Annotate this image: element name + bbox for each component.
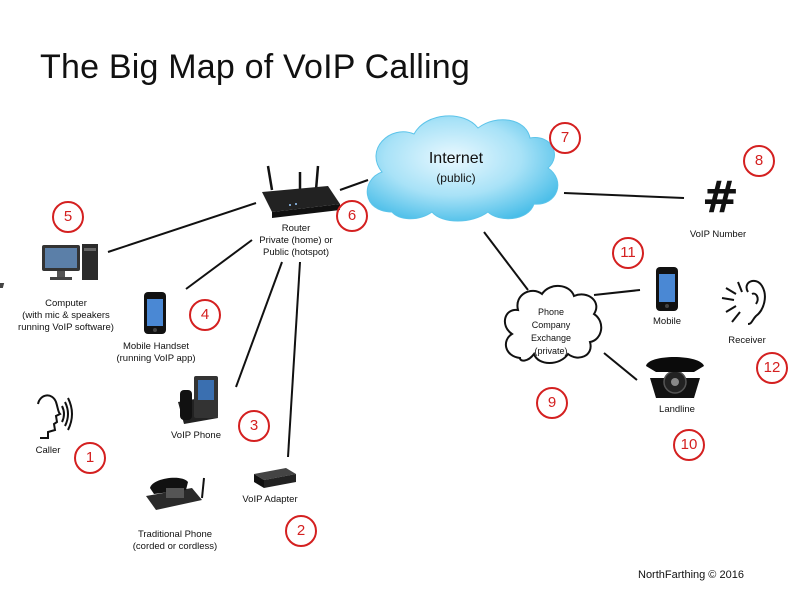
voip-phone-label: VoIP Phone: [170, 430, 221, 441]
exchange-line: (private): [534, 346, 568, 356]
mobile-handset-icon: [144, 292, 166, 334]
link-mobile-handset-router: [185, 239, 253, 290]
exchange-line: Exchange: [530, 333, 572, 343]
hash-icon: #: [702, 172, 739, 223]
rotary-phone-icon: [646, 357, 704, 398]
marker-5: 5: [52, 201, 84, 233]
marker-10: 10: [673, 429, 705, 461]
voip-adapter-icon: [254, 468, 296, 488]
receiver-label: Receiver: [728, 335, 766, 346]
caller-label: Caller: [35, 445, 61, 456]
mobile-label: Mobile: [653, 316, 681, 327]
link-computer-router: [107, 202, 257, 253]
exchange-label: Phone Company Exchange (private): [516, 306, 586, 358]
traditional-phone-icon: [146, 477, 205, 510]
marker-4: 4: [189, 299, 221, 331]
link-router-internet: [339, 179, 369, 191]
copyright-credit: NorthFarthing © 2016: [638, 569, 744, 581]
marker-1: 1: [74, 442, 106, 474]
marker-12: 12: [756, 352, 788, 384]
exchange-line: Company: [531, 320, 571, 330]
router-icon: [262, 165, 340, 218]
landline-label: Landline: [659, 404, 695, 415]
internet-cloud: [366, 115, 559, 222]
voip-number-label: VoIP Number: [689, 229, 747, 240]
traditional-phone-label: Traditional Phone (corded or cordless): [132, 529, 218, 552]
exchange-line: Phone: [537, 307, 565, 317]
marker-11: 11: [612, 237, 644, 269]
marker-6: 6: [336, 200, 368, 232]
link-internet-exchange: [483, 231, 529, 291]
link-voip-adapter-router: [287, 261, 301, 458]
ear-icon: [721, 279, 766, 325]
link-exchange-mobile: [593, 289, 641, 296]
marker-9: 9: [536, 387, 568, 419]
marker-7: 7: [549, 122, 581, 154]
mobile-icon: [656, 267, 678, 311]
marker-8: 8: [743, 145, 775, 177]
exchange-cloud: [503, 285, 603, 364]
computer-icon: [0, 244, 98, 288]
marker-2: 2: [285, 515, 317, 547]
router-label: Router Private (home) or Public (hotspot…: [259, 223, 333, 258]
marker-3: 3: [238, 410, 270, 442]
voip-adapter-label: VoIP Adapter: [242, 494, 298, 505]
internet-label: Internet (public): [400, 150, 512, 185]
computer-label: Computer (with mic & speakers running Vo…: [18, 298, 114, 333]
internet-subtitle: (public): [436, 171, 476, 185]
link-voip-phone-router: [235, 261, 283, 388]
link-internet-voip-number: [563, 192, 685, 199]
link-exchange-landline: [603, 352, 638, 381]
caller-icon: [37, 394, 73, 439]
voip-phone-icon: [178, 376, 218, 424]
page-title: The Big Map of VoIP Calling: [40, 48, 471, 86]
mobile-handset-label: Mobile Handset (running VoIP app): [116, 341, 196, 364]
internet-title: Internet: [428, 150, 484, 167]
